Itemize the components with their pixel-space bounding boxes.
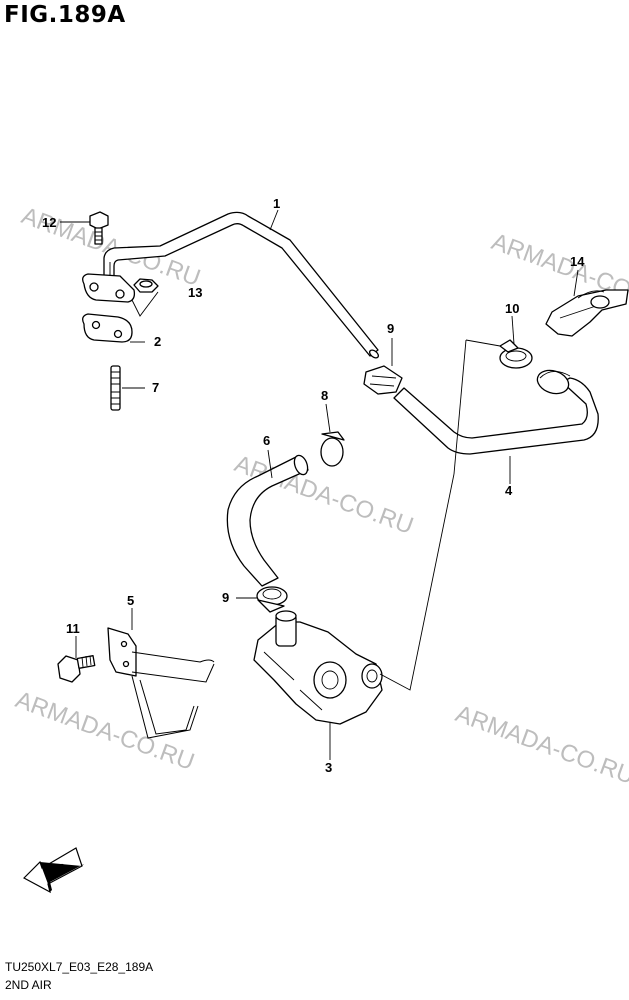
- watermark-5: ARMADA-CO.RU: [452, 700, 629, 790]
- part-8-washer: [320, 431, 345, 467]
- footer-code: TU250XL7_E03_E28_189A: [5, 960, 154, 974]
- fwd-arrow-icon: FWD: [23, 847, 84, 894]
- figure-title: FIG.189A: [4, 2, 126, 28]
- part-3-valve: [253, 610, 383, 725]
- callout-6: 6: [263, 433, 270, 448]
- part-2-gasket: [82, 313, 133, 343]
- callout-2: 2: [154, 334, 161, 349]
- callout-12: 12: [42, 215, 56, 230]
- callout-11: 11: [66, 621, 80, 636]
- part-14-clip: [545, 289, 629, 337]
- part-6-hose: [226, 454, 309, 587]
- part-12-bolt: [89, 211, 109, 245]
- part-9-clamp-upper: [363, 365, 403, 395]
- part-11-bolt: [57, 655, 96, 683]
- callout-3: 3: [325, 760, 332, 775]
- leader-lines: [60, 209, 579, 760]
- part-9-clamp-lower: [256, 586, 288, 613]
- callout-14: 14: [570, 254, 585, 269]
- part-5-bracket: [107, 627, 215, 739]
- callout-4: 4: [505, 483, 513, 498]
- callout-9-lower: 9: [222, 590, 229, 605]
- part-4-hose: [393, 369, 599, 455]
- part-10-clamp: [499, 339, 533, 369]
- callout-13: 13: [188, 285, 202, 300]
- callout-8: 8: [321, 388, 328, 403]
- callout-7: 7: [152, 380, 159, 395]
- callout-5: 5: [127, 593, 134, 608]
- footer-name: 2ND AIR: [5, 978, 52, 992]
- callout-1: 1: [273, 196, 280, 211]
- callout-10: 10: [505, 301, 519, 316]
- pipe-flange: [82, 273, 136, 303]
- callout-9-upper: 9: [387, 321, 394, 336]
- watermark-4: ARMADA-CO.RU: [12, 686, 198, 776]
- part-13-nut: [133, 278, 159, 293]
- part-7-stud: [110, 365, 121, 411]
